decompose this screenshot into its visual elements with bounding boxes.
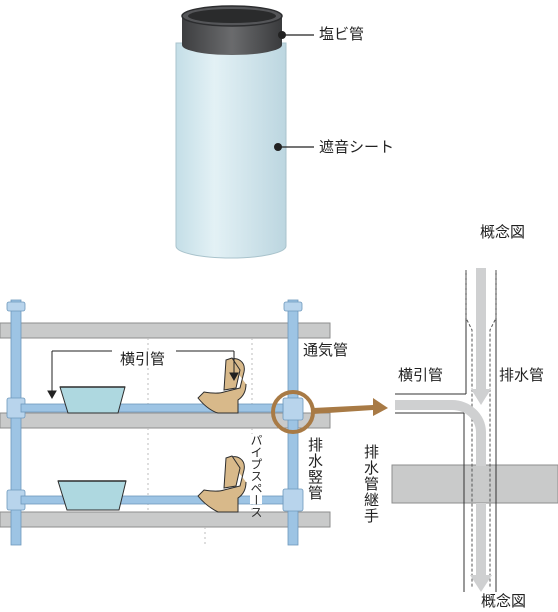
floor-slab-upper [0, 412, 331, 429]
flow-horizontal [395, 400, 486, 466]
flow-stack-bottom [476, 503, 486, 575]
pvc-pipe-visible [182, 16, 282, 55]
arrow-down-icon [470, 575, 492, 592]
drain-stack-label: 排水竪管 [306, 437, 324, 501]
horizontal-drain-pipes [20, 403, 284, 505]
concept-label-top: 概念図 [480, 223, 526, 241]
leader-sheet [274, 143, 314, 151]
horizontal-pipe-label-left: 横引管 [118, 350, 168, 368]
building-section [0, 299, 388, 546]
leader-pvc [278, 31, 314, 39]
pipe-space-label: パイプスペース [249, 434, 263, 518]
sink-icon [57, 480, 127, 511]
flow-stack-top [476, 268, 486, 392]
sound-sheet-label: 遮音シート [319, 138, 395, 156]
pipe-cross-section [175, 5, 287, 259]
sink-icon [59, 386, 126, 414]
sound-sheet [175, 42, 287, 259]
drain-joint-concept [391, 268, 558, 592]
floor-slab-lower [0, 511, 331, 528]
drain-joint-label: 排水管継手 [362, 444, 380, 524]
horizontal-pipe-label-right: 横引管 [398, 366, 444, 384]
concept-label-bottom: 概念図 [481, 592, 527, 610]
pvc-pipe-opening [188, 9, 276, 23]
vent-pipe-label: 通気管 [303, 341, 349, 359]
toilet-icon [197, 455, 247, 513]
floor-slab-joint [391, 464, 558, 504]
callout-arrow-icon [313, 398, 388, 416]
drain-pipe-label: 排水管 [499, 366, 545, 384]
pvc-pipe-label: 塩ビ管 [319, 25, 365, 43]
drain-stack-pipe [282, 299, 304, 546]
horizontal-pipe-bracket [47, 350, 239, 400]
ceiling-slab [0, 322, 331, 339]
arrow-down-icon [471, 389, 491, 405]
